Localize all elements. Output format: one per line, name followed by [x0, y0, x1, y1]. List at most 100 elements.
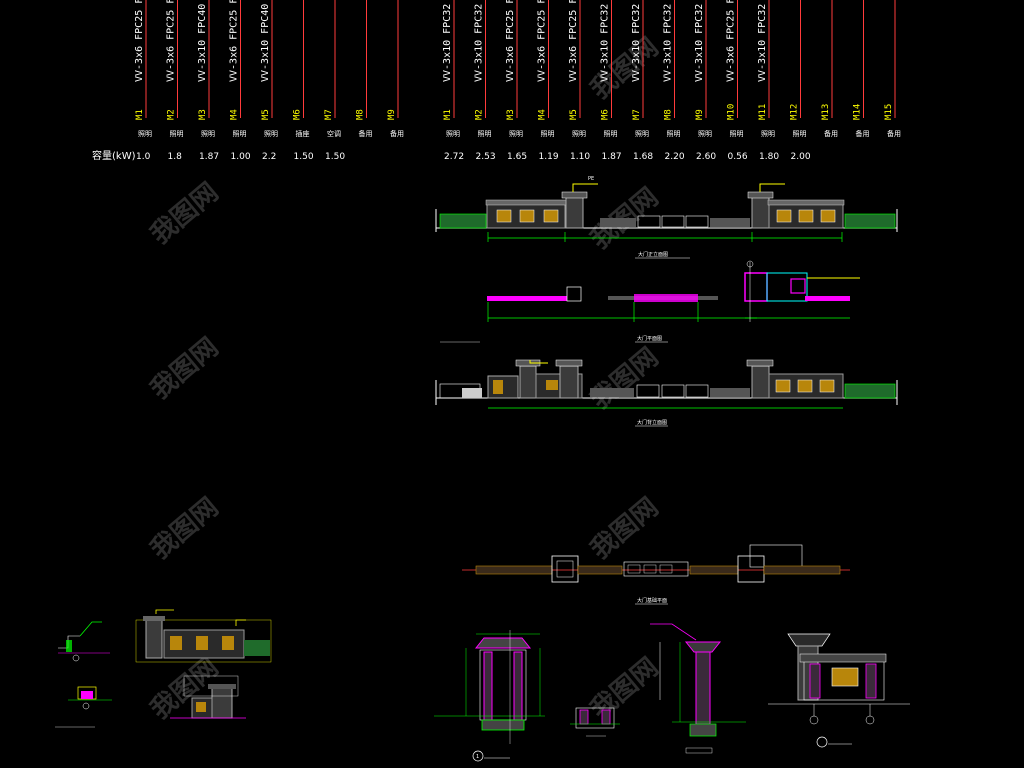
right-cable-spec-1: VV-3x10 FPC32 F — [442, 0, 453, 82]
right-usage-11: 照明 — [761, 130, 775, 138]
distribution-table-right: VV-3x10 FPC32 F M1 照明 2.72 VV-3x10 FPC32 F M2… — [442, 0, 901, 162]
right-capacity-8: 2.20 — [665, 152, 685, 162]
guardhouse-elevation-detail — [768, 633, 910, 748]
right-cable-spec-4: VV-3x6 FPC25 F — [537, 0, 548, 82]
watermark-9: 我图网 — [585, 652, 664, 725]
left-usage-1: 照明 — [138, 130, 152, 138]
detail-2-base — [570, 707, 620, 737]
left-circuit-id-4: M4 — [230, 109, 240, 120]
watermark-1: 我图网 — [145, 177, 224, 250]
watermark-layer: 我图网我图网我图网我图网我图网我图网我图网我图网我图网 — [145, 32, 664, 725]
right-usage-8: 照明 — [667, 130, 681, 138]
left-cable-spec-1: VV-3x6 FPC25 F — [134, 0, 145, 82]
left-cable-spec-5: VV-3x10 FPC40 F — [260, 0, 271, 82]
right-usage-12: 照明 — [793, 130, 807, 138]
right-usage-4: 照明 — [541, 130, 555, 138]
left-usage-8: 备用 — [359, 129, 373, 138]
right-cable-spec-8: VV-3x10 FPC32 F — [663, 0, 674, 82]
right-circuit-id-14: M14 — [853, 104, 863, 120]
capacity-label: 容量(kW) — [92, 149, 136, 162]
detail-1-pillar-elevation: 1 — [434, 630, 545, 762]
right-circuit-id-2: M2 — [475, 109, 485, 120]
right-circuit-id-8: M8 — [664, 109, 674, 120]
gate-front-elevation: PE 大门正立面图 — [435, 176, 898, 259]
right-circuit-id-3: M3 — [506, 109, 516, 120]
right-circuit-id-15: M15 — [884, 104, 894, 120]
right-capacity-7: 1.68 — [633, 152, 653, 162]
left-circuit-id-6: M6 — [293, 109, 303, 120]
left-cable-spec-3: VV-3x10 FPC40 F — [197, 0, 208, 82]
right-cable-spec-10: VV-3x6 FPC25 F — [726, 0, 737, 82]
left-circuit-id-5: M5 — [261, 109, 271, 120]
left-usage-7: 空调 — [327, 129, 341, 138]
watermark-7: 我图网 — [585, 342, 664, 415]
right-usage-6: 照明 — [604, 130, 618, 138]
right-usage-13: 备用 — [824, 129, 838, 138]
view1-title: 大门正立面图 — [638, 251, 668, 258]
left-circuit-id-8: M8 — [356, 109, 366, 120]
right-circuit-id-13: M13 — [821, 104, 831, 120]
right-circuit-id-11: M11 — [758, 104, 768, 120]
left-usage-3: 照明 — [201, 130, 215, 138]
right-capacity-10: 0.56 — [728, 152, 748, 162]
watermark-3: 我图网 — [145, 492, 224, 565]
right-usage-2: 照明 — [478, 130, 492, 138]
right-capacity-1: 2.72 — [444, 152, 464, 162]
gate-plan-view: 大门平面图 — [440, 260, 860, 343]
right-circuit-id-10: M10 — [727, 104, 737, 120]
foundation-plan: 大门基础平面 — [462, 544, 850, 605]
right-circuit-id-6: M6 — [601, 109, 611, 120]
detail-guardhouse-small — [170, 675, 246, 719]
left-capacity-2: 1.8 — [168, 152, 183, 162]
right-cable-spec-3: VV-3x6 FPC25 F — [505, 0, 516, 82]
left-circuit-id-1: M1 — [135, 109, 145, 120]
right-cable-spec-9: VV-3x10 FPC32 F — [694, 0, 705, 82]
right-capacity-9: 2.60 — [696, 152, 716, 162]
watermark-5: 我图网 — [585, 32, 664, 105]
left-cable-spec-4: VV-3x6 FPC25 F — [229, 0, 240, 82]
left-circuit-id-3: M3 — [198, 109, 208, 120]
detail-3-column-section — [650, 623, 746, 754]
right-usage-9: 照明 — [698, 130, 712, 138]
watermark-2: 我图网 — [145, 332, 224, 405]
left-cable-spec-2: VV-3x6 FPC25 F — [166, 0, 177, 82]
right-circuit-id-7: M7 — [632, 109, 642, 120]
left-capacity-1: 1.0 — [136, 152, 151, 162]
right-usage-14: 备用 — [856, 129, 870, 138]
right-circuit-id-1: M1 — [443, 109, 453, 120]
left-usage-6: 插座 — [296, 129, 310, 138]
right-capacity-5: 1.10 — [570, 152, 590, 162]
distribution-table-left: VV-3x6 FPC25 F M1 照明 1.0 VV-3x6 FPC25 F M2 照明 1… — [134, 0, 404, 162]
svg-text:PE: PE — [588, 176, 594, 182]
right-usage-1: 照明 — [446, 130, 460, 138]
left-capacity-3: 1.87 — [199, 152, 219, 162]
right-cable-spec-7: VV-3x10 FPC32 F — [631, 0, 642, 82]
right-cable-spec-6: VV-3x10 FPC32 F — [600, 0, 611, 82]
right-cable-spec-2: VV-3x10 FPC32 F — [474, 0, 485, 82]
right-circuit-id-5: M5 — [569, 109, 579, 120]
left-circuit-id-9: M9 — [387, 109, 397, 120]
detail-gate-elevation-small — [135, 609, 272, 663]
watermark-8: 我图网 — [585, 492, 664, 565]
right-capacity-3: 1.65 — [507, 152, 527, 162]
right-circuit-id-9: M9 — [695, 109, 705, 120]
right-capacity-2: 2.53 — [476, 152, 496, 162]
right-circuit-id-12: M12 — [790, 104, 800, 120]
gate-back-elevation: 大门背立面图 — [435, 359, 898, 427]
right-usage-3: 照明 — [509, 130, 523, 138]
left-circuit-id-2: M2 — [167, 109, 177, 120]
detail1-number: 1 — [476, 754, 479, 760]
right-usage-7: 照明 — [635, 130, 649, 138]
right-circuit-id-4: M4 — [538, 109, 548, 120]
right-capacity-11: 1.80 — [759, 152, 779, 162]
view2-title: 大门平面图 — [637, 335, 662, 342]
right-capacity-6: 1.87 — [602, 152, 622, 162]
left-usage-5: 照明 — [264, 130, 278, 138]
right-usage-15: 备用 — [887, 129, 901, 138]
left-usage-4: 照明 — [233, 130, 247, 138]
view4-title: 大门基础平面 — [637, 597, 667, 604]
left-capacity-5: 2.2 — [262, 152, 276, 162]
right-usage-10: 照明 — [730, 130, 744, 138]
right-usage-5: 照明 — [572, 130, 586, 138]
